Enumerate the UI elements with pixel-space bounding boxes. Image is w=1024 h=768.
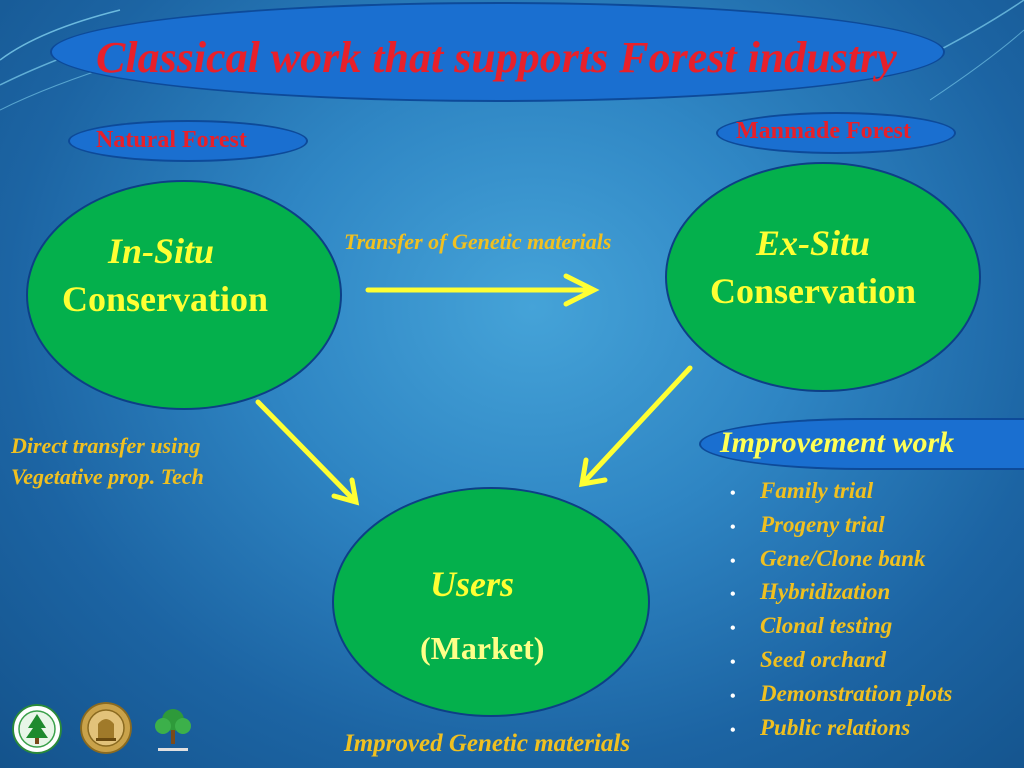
improvement-work-heading: Improvement work [720, 426, 955, 459]
bullet-icon: • [730, 518, 736, 536]
page-title: Classical work that supports Forest indu… [96, 33, 897, 82]
arrow-ex-situ-to-users [578, 365, 693, 488]
list-item: •Progeny trial [730, 510, 952, 544]
list-item: •Demonstration plots [730, 679, 952, 713]
list-item: •Public relations [730, 713, 952, 747]
tree-logo-icon [155, 709, 191, 751]
manmade-forest-label: Manmade Forest [736, 118, 911, 144]
title-oval [50, 2, 945, 102]
bullet-icon: • [730, 586, 736, 604]
list-item: •Seed orchard [730, 645, 952, 679]
improvement-work-list: •Family trial •Progeny trial •Gene/Clone… [730, 476, 952, 746]
ex-situ-subtitle: Conservation [710, 271, 916, 311]
forest-department-logo-icon [12, 704, 62, 754]
direct-transfer-label-line2: Vegetative prop. Tech [11, 464, 204, 489]
bullet-icon: • [730, 485, 736, 502]
list-item: •Family trial [730, 476, 952, 510]
users-title: Users [430, 564, 515, 604]
direct-transfer-label-line1: Direct transfer using [11, 433, 201, 458]
in-situ-title: In-Situ [108, 231, 215, 271]
arrow-in-situ-to-ex-situ [365, 273, 600, 307]
improved-genetic-label: Improved Genetic materials [344, 730, 631, 757]
natural-forest-oval [68, 120, 308, 162]
ex-situ-title: Ex-Situ [756, 223, 871, 263]
arrow-in-situ-to-users [255, 399, 360, 506]
state-emblem-logo-icon [80, 702, 132, 754]
natural-forest-label: Natural Forest [96, 127, 247, 153]
bullet-icon: • [730, 552, 736, 570]
list-item: •Gene/Clone bank [730, 544, 952, 578]
bullet-icon: • [730, 687, 736, 705]
bullet-icon: • [730, 653, 736, 671]
improvement-work-oval [699, 418, 1024, 470]
in-situ-subtitle: Conservation [62, 279, 268, 319]
transfer-genetic-label: Transfer of Genetic materials [344, 229, 612, 254]
manmade-forest-oval [716, 112, 956, 154]
ex-situ-node [665, 162, 981, 392]
list-item: •Hybridization [730, 577, 952, 611]
bullet-icon: • [730, 721, 736, 739]
bullet-icon: • [730, 620, 736, 638]
users-subtitle: (Market) [420, 630, 545, 666]
in-situ-node [26, 180, 342, 410]
list-item: •Clonal testing [730, 611, 952, 645]
users-node [332, 487, 650, 717]
